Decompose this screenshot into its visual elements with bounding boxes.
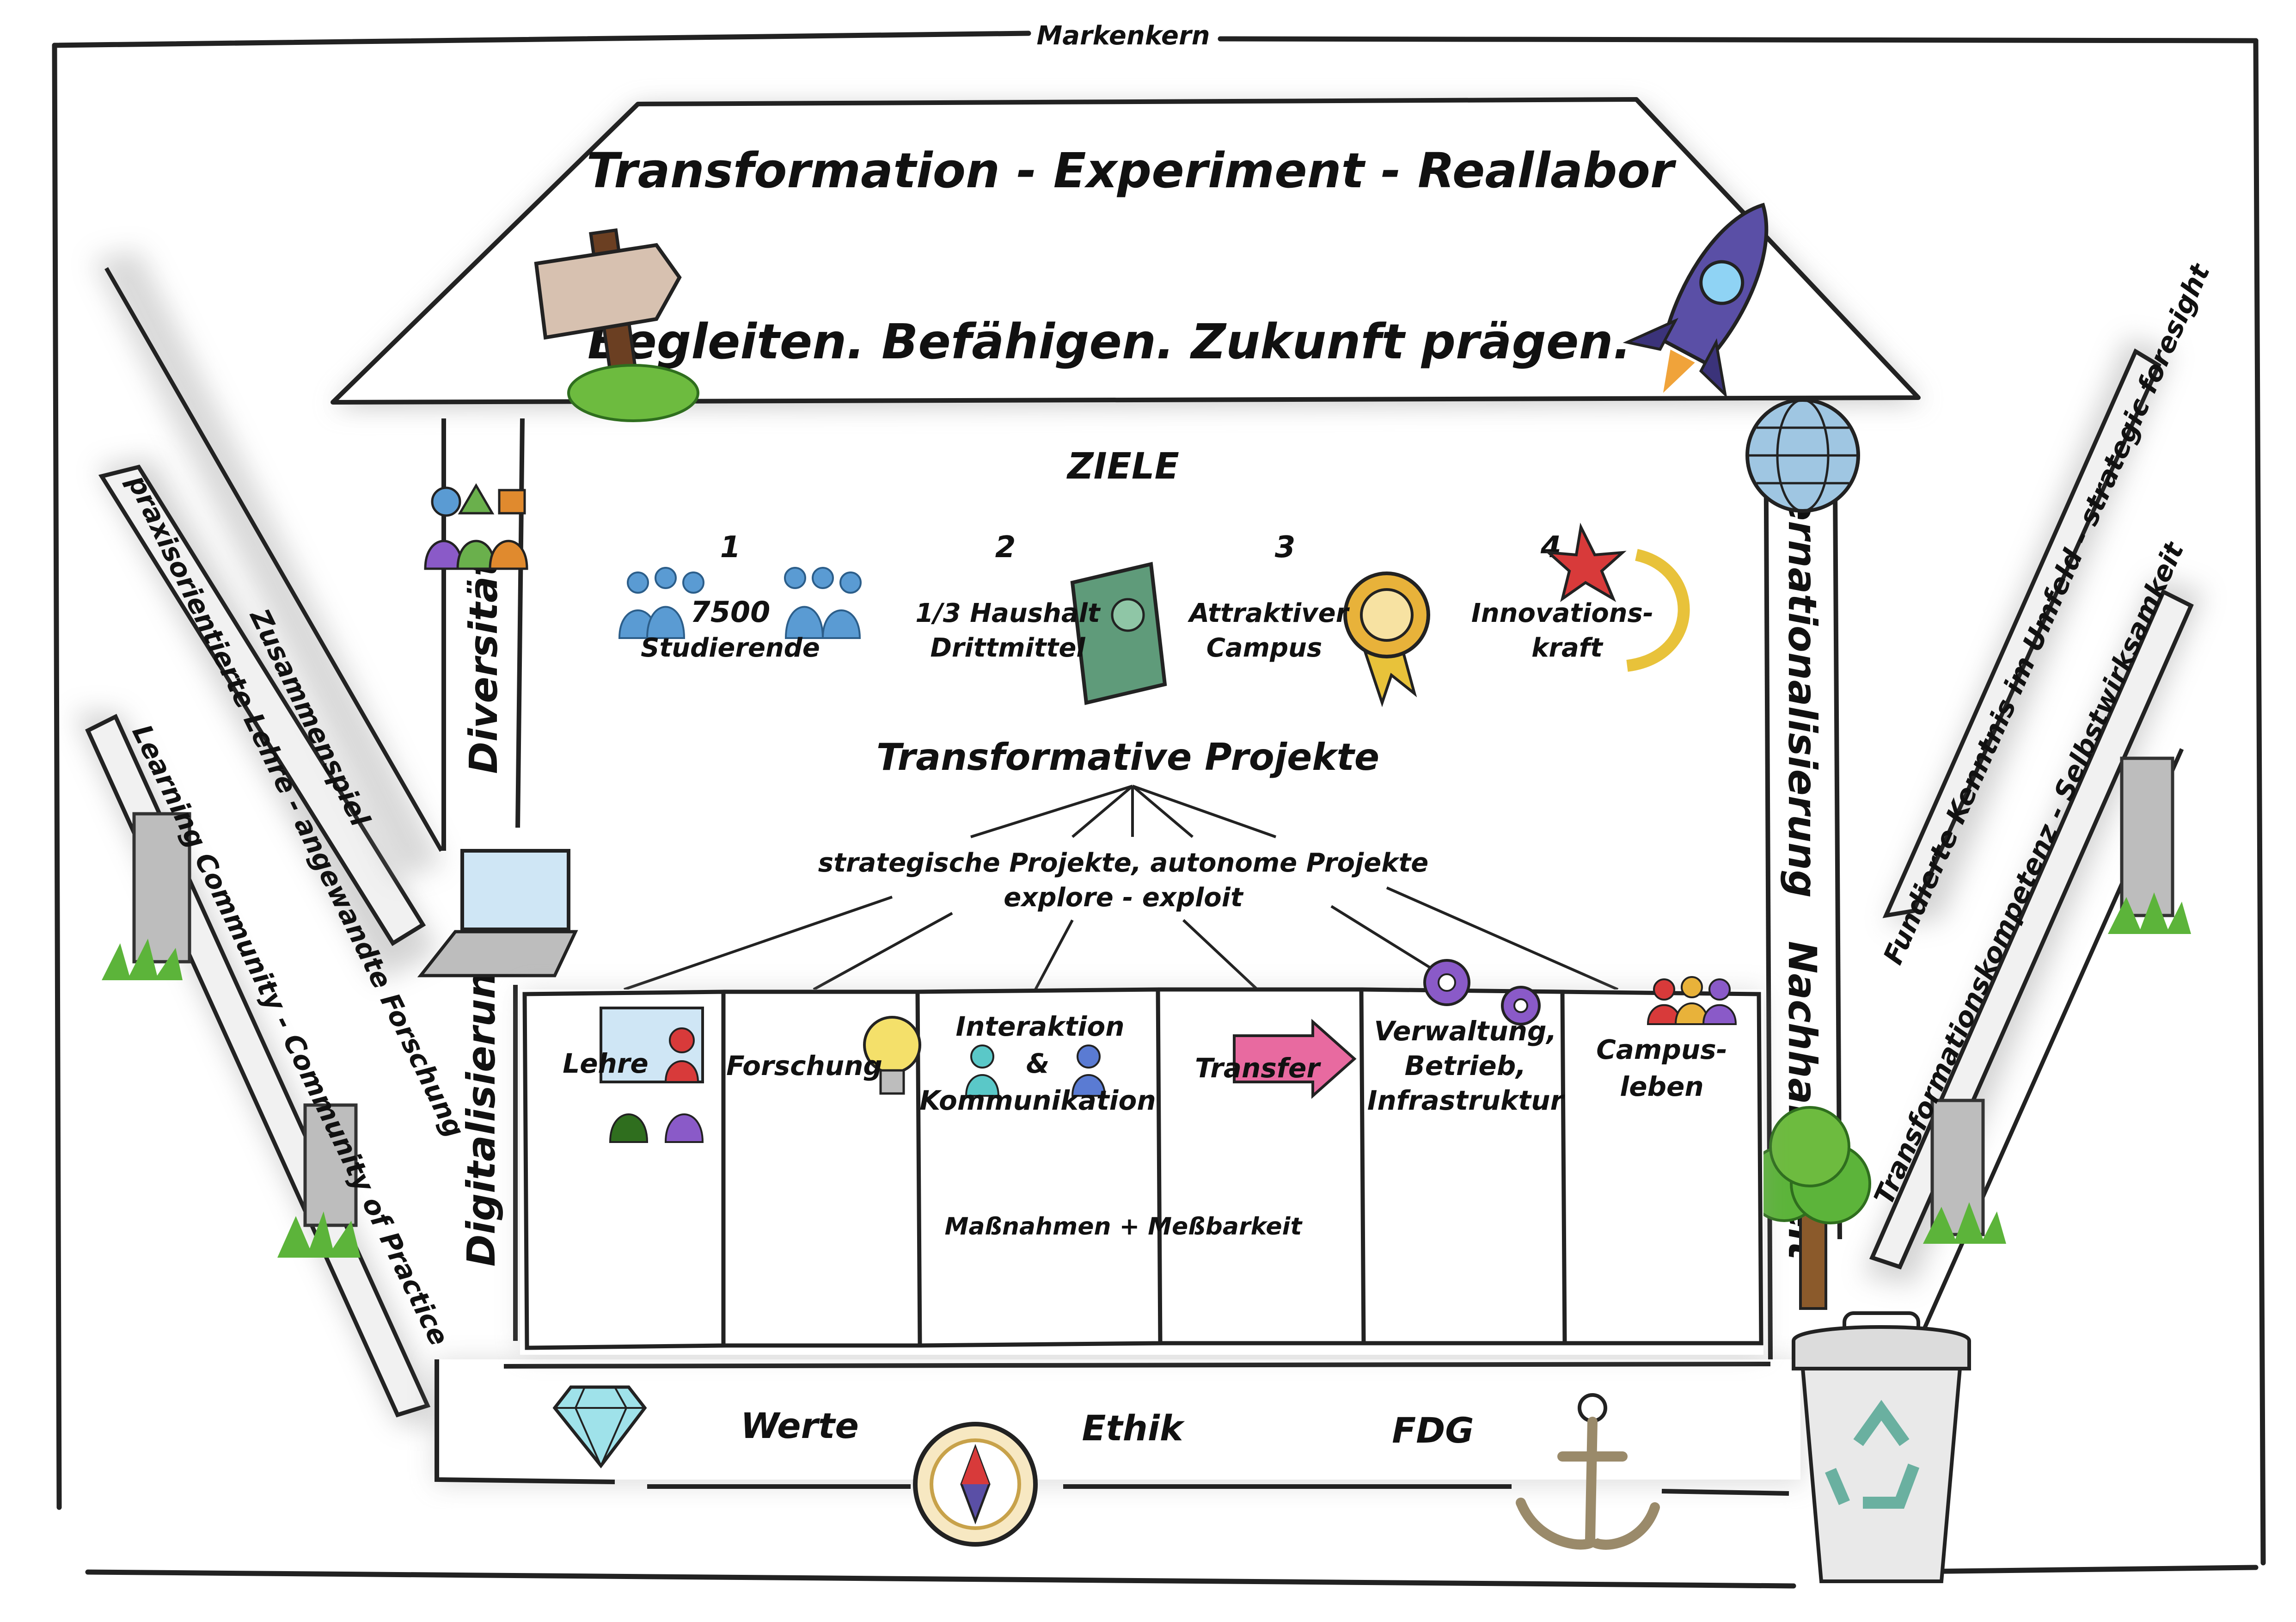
area-forschung: Forschung [726, 1016, 921, 1095]
roof [331, 97, 1923, 407]
foundation-fdg: FDG [1392, 1410, 1474, 1451]
area-line: Verwaltung, [1374, 1015, 1556, 1047]
people-group-icon [1647, 976, 1737, 1025]
area-line: Kommunikation [919, 1085, 1156, 1116]
anchor-icon [1516, 1393, 1660, 1550]
pillar-digitalisierung: Digitalisierung [459, 944, 504, 1267]
goal-line1: 7500 [691, 595, 771, 629]
goal-line2: Studierende [641, 633, 820, 663]
left-ramp-inner [97, 458, 439, 980]
classroom-icon [600, 1007, 704, 1143]
star-arrow-icon [1544, 522, 1690, 672]
foundation-base [435, 1359, 1803, 1496]
diamond-icon [552, 1385, 647, 1468]
area-line: leben [1620, 1071, 1703, 1102]
area-line: Betrieb, [1405, 1050, 1526, 1081]
goal-1: 1 7500 Studierende [618, 530, 862, 663]
globe-icon [1745, 398, 1860, 513]
compass-icon [913, 1422, 1038, 1547]
people-group-icon [618, 567, 862, 639]
area-transfer: Transfer [1195, 1019, 1357, 1099]
area-line: & [1026, 1048, 1050, 1079]
roof-slogan: Begleiten. Befähigen. Zukunft prägen. [588, 313, 1631, 370]
recycling-bin-icon [1792, 1311, 1971, 1583]
foundation-werte: Werte [741, 1405, 859, 1446]
pillar-diversitaet: Diversität [461, 556, 506, 774]
area-line: Infrastruktur [1367, 1085, 1565, 1116]
grass-tuft-left-1 [102, 939, 183, 980]
area-line: Interaktion [956, 1011, 1125, 1042]
grass-tuft-right-1 [2108, 892, 2191, 934]
goal-2: 2 1/3 Haushalt Drittmittel [915, 530, 1167, 705]
goal-line2: Campus [1206, 633, 1322, 663]
measures-label: Maßnahmen + Meßbarkeit [945, 1213, 1303, 1241]
goal-line1: Attraktiver [1188, 598, 1350, 628]
goal-line1: 1/3 Haushalt [915, 598, 1101, 628]
gears-icon [1423, 959, 1541, 1026]
award-medal-icon [1343, 571, 1430, 707]
frame-label: Markenkern [1037, 21, 1210, 51]
roof-title: Transformation - Experiment - Reallabor [587, 142, 1677, 199]
laptop-icon [417, 849, 578, 977]
area-line: Campus- [1596, 1034, 1727, 1065]
right-ramp-outer [1882, 338, 2173, 925]
areas-frame [520, 989, 1763, 1355]
goal-number: 1 [720, 530, 741, 565]
area-lehre: Lehre [563, 1007, 704, 1143]
goal-number: 2 [995, 530, 1016, 565]
money-bill-icon [1070, 562, 1167, 705]
lightbulb-icon [863, 1016, 921, 1095]
areas-tree-lines [624, 886, 1619, 991]
signpost-icon [534, 228, 699, 422]
projects-title: Transformative Projekte [876, 736, 1379, 779]
goal-line1: Innovations- [1471, 598, 1653, 628]
left-ramp-top [92, 250, 444, 879]
rocket-icon [1623, 203, 1769, 399]
projects-tree-lines [970, 785, 1277, 838]
area-line: Lehre [563, 1048, 649, 1079]
tree-icon [1746, 1106, 1871, 1310]
goals-heading: ZIELE [1066, 446, 1179, 487]
diversity-shapes-icon [424, 483, 528, 570]
two-people-icon [965, 1044, 1106, 1097]
arrow-icon [1233, 1019, 1357, 1099]
foundation-ethik: Ethik [1082, 1407, 1185, 1449]
area-campusleben: Campus- leben [1596, 976, 1737, 1102]
goal-line2: kraft [1531, 633, 1604, 663]
grass-tuft-right-2 [1923, 1202, 2006, 1244]
goal-line2: Drittmittel [930, 633, 1085, 663]
goal-number: 3 [1275, 530, 1296, 565]
projects-sub1: strategische Projekte, autonome Projekte [818, 848, 1428, 878]
area-line: Transfer [1195, 1052, 1321, 1084]
goal-4: 4 Innovations- kraft [1471, 522, 1690, 672]
area-line: Forschung [726, 1050, 882, 1081]
goal-3: 3 Attraktiver Campus [1188, 530, 1430, 707]
left-posts [132, 812, 358, 1227]
grass-tuft-left-2 [277, 1211, 361, 1258]
area-interaktion: Interaktion & Kommunikation [919, 1011, 1156, 1116]
area-verwaltung: Verwaltung, Betrieb, Infrastruktur [1367, 959, 1565, 1116]
projects-sub2: explore - exploit [1004, 883, 1244, 913]
